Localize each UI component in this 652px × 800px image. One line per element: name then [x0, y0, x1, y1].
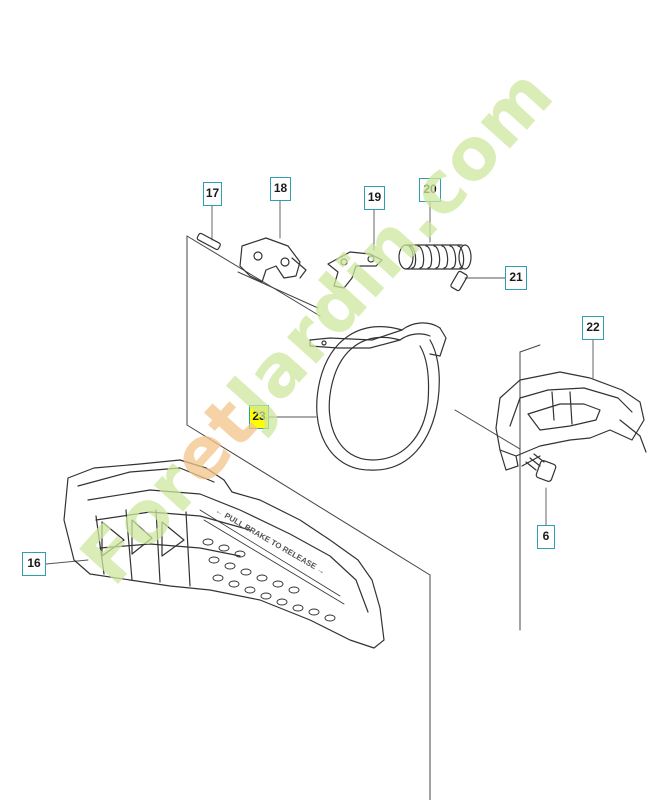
callout-6[interactable]: 6 [537, 525, 555, 549]
part-20-spring [398, 244, 472, 270]
part-19-latch [327, 251, 383, 289]
callout-19[interactable]: 19 [364, 186, 385, 210]
callout-20[interactable]: 20 [419, 178, 441, 202]
callout-23[interactable]: 23 [249, 405, 269, 429]
callout-16[interactable]: 16 [22, 552, 46, 576]
callout-18[interactable]: 18 [270, 177, 291, 201]
part-6-screw [521, 453, 557, 482]
part-22-chain-guard [495, 371, 647, 471]
part-21-pin [450, 270, 468, 292]
svg-text:← PULL BRAKE TO RELEASE →: ← PULL BRAKE TO RELEASE → [214, 506, 327, 576]
callout-17[interactable]: 17 [203, 182, 222, 206]
part-23-brake-band [309, 322, 447, 471]
callout-21[interactable]: 21 [505, 266, 527, 290]
callout-22[interactable]: 22 [582, 316, 604, 340]
cover-embossed-text: ← PULL BRAKE TO RELEASE → [214, 506, 327, 576]
part-18-lever [239, 237, 307, 283]
leader-lines [45, 200, 594, 565]
part-17-pin [196, 232, 221, 251]
